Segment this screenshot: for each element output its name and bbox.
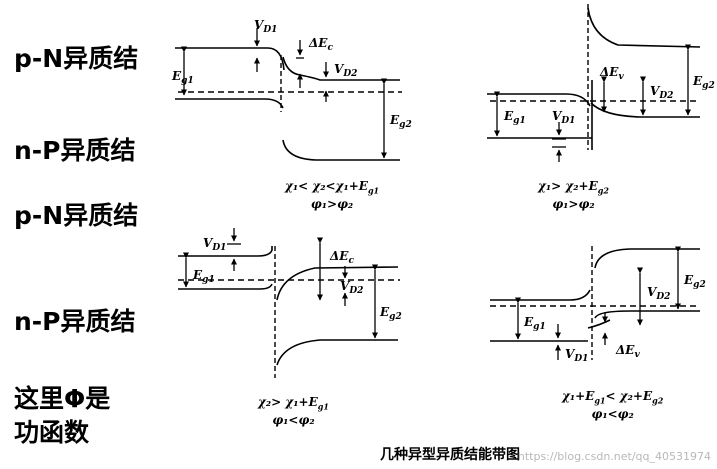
d3-conduction-band-right xyxy=(276,266,399,301)
d4-conduction-band-right xyxy=(594,248,700,269)
d3-vd1-label: VD1 xyxy=(203,236,226,253)
figure-caption: 几种异型异质结能带图 xyxy=(380,447,520,463)
d4-condition: χ₁+Eg1< χ₂+Eg2 φ₁<φ₂ xyxy=(562,388,663,422)
d2-valence-band-right xyxy=(590,102,700,118)
d3-valence-band-right xyxy=(276,339,398,366)
label-note-line1: 这里Φ是 xyxy=(14,384,111,413)
d4-condition-line2: φ₁<φ₂ xyxy=(591,407,634,422)
d4-condition-line1: χ₁+Eg1< χ₂+Eg2 xyxy=(562,389,664,406)
d1-vd2-label: VD2 xyxy=(334,62,357,79)
d1-eg2-label: Eg2 xyxy=(389,113,412,130)
d2-vd2-label: VD2 xyxy=(650,84,673,101)
label-pn-1: p-N异质结 xyxy=(14,44,139,73)
d2-eg2-label: Eg2 xyxy=(692,74,715,91)
d2-vd1-label: VD1 xyxy=(552,109,575,126)
d2-conduction-band-left xyxy=(487,93,591,107)
d1-valence-band-left xyxy=(175,98,284,109)
d4-vd2-label: VD2 xyxy=(647,285,670,302)
d3-eg2-label: Eg2 xyxy=(379,305,402,322)
d1-eg1-label: Eg1 xyxy=(171,69,194,86)
d4-conduction-band-left xyxy=(490,289,591,301)
d3-vd2-label: VD2 xyxy=(340,279,363,296)
d1-condition: χ₁< χ₂<χ₁+Eg1 φ₁>φ₂ xyxy=(285,178,379,212)
label-np-2: n-P异质结 xyxy=(14,307,136,336)
d3-condition: χ₂> χ₁+Eg1 φ₁<φ₂ xyxy=(258,394,329,428)
diagram-2: Eg1 VD1 ΔEv VD2 Eg2 xyxy=(487,4,715,162)
d4-valence-band-junction xyxy=(587,319,611,329)
d1-vd1-label: VD1 xyxy=(254,18,277,35)
d2-conduction-band-right xyxy=(587,7,701,48)
d3-dec-label: ΔEc xyxy=(329,249,354,266)
diagram-1: Eg1 VD1 ΔEc VD2 Eg2 xyxy=(171,18,412,161)
watermark: https://blog.csdn.net/qq_40531974 xyxy=(517,450,711,463)
d4-eg2-label: Eg2 xyxy=(683,273,706,290)
label-pn-2: p-N异质结 xyxy=(14,201,139,230)
d4-vd1-label: VD1 xyxy=(565,347,588,364)
label-note-line2: 功函数 xyxy=(14,418,90,447)
d3-conduction-band-left xyxy=(178,246,273,257)
d4-dev-label: ΔEv xyxy=(615,343,640,360)
d1-condition-line2: φ₁>φ₂ xyxy=(310,197,354,212)
d3-eg1-label: Eg1 xyxy=(192,268,215,285)
d3-condition-line1: χ₂> χ₁+Eg1 xyxy=(258,395,329,412)
diagram-4: Eg1 VD1 ΔEv VD2 Eg2 xyxy=(490,246,706,364)
label-np-1: n-P异质结 xyxy=(14,136,136,165)
d2-dev-label: ΔEv xyxy=(599,65,624,82)
d3-condition-line2: φ₁<φ₂ xyxy=(272,413,315,428)
d1-condition-line1: χ₁< χ₂<χ₁+Eg1 xyxy=(285,179,380,196)
d4-valence-band-right xyxy=(594,310,700,319)
d1-conduction-band-left xyxy=(175,47,285,71)
d2-eg1-label: Eg1 xyxy=(503,109,526,126)
d2-condition: χ₁> χ₂+Eg2 φ₁>φ₂ xyxy=(538,178,609,212)
d2-condition-line2: φ₁>φ₂ xyxy=(552,197,595,212)
d4-eg1-label: Eg1 xyxy=(523,315,546,332)
d3-valence-band-left xyxy=(178,283,273,290)
d1-valence-band-right xyxy=(282,139,400,161)
diagram-3: Eg1 VD1 ΔEc VD2 Eg2 xyxy=(178,228,402,378)
d1-dec-label: ΔEc xyxy=(308,36,333,53)
d2-condition-line1: χ₁> χ₂+Eg2 xyxy=(538,179,609,196)
